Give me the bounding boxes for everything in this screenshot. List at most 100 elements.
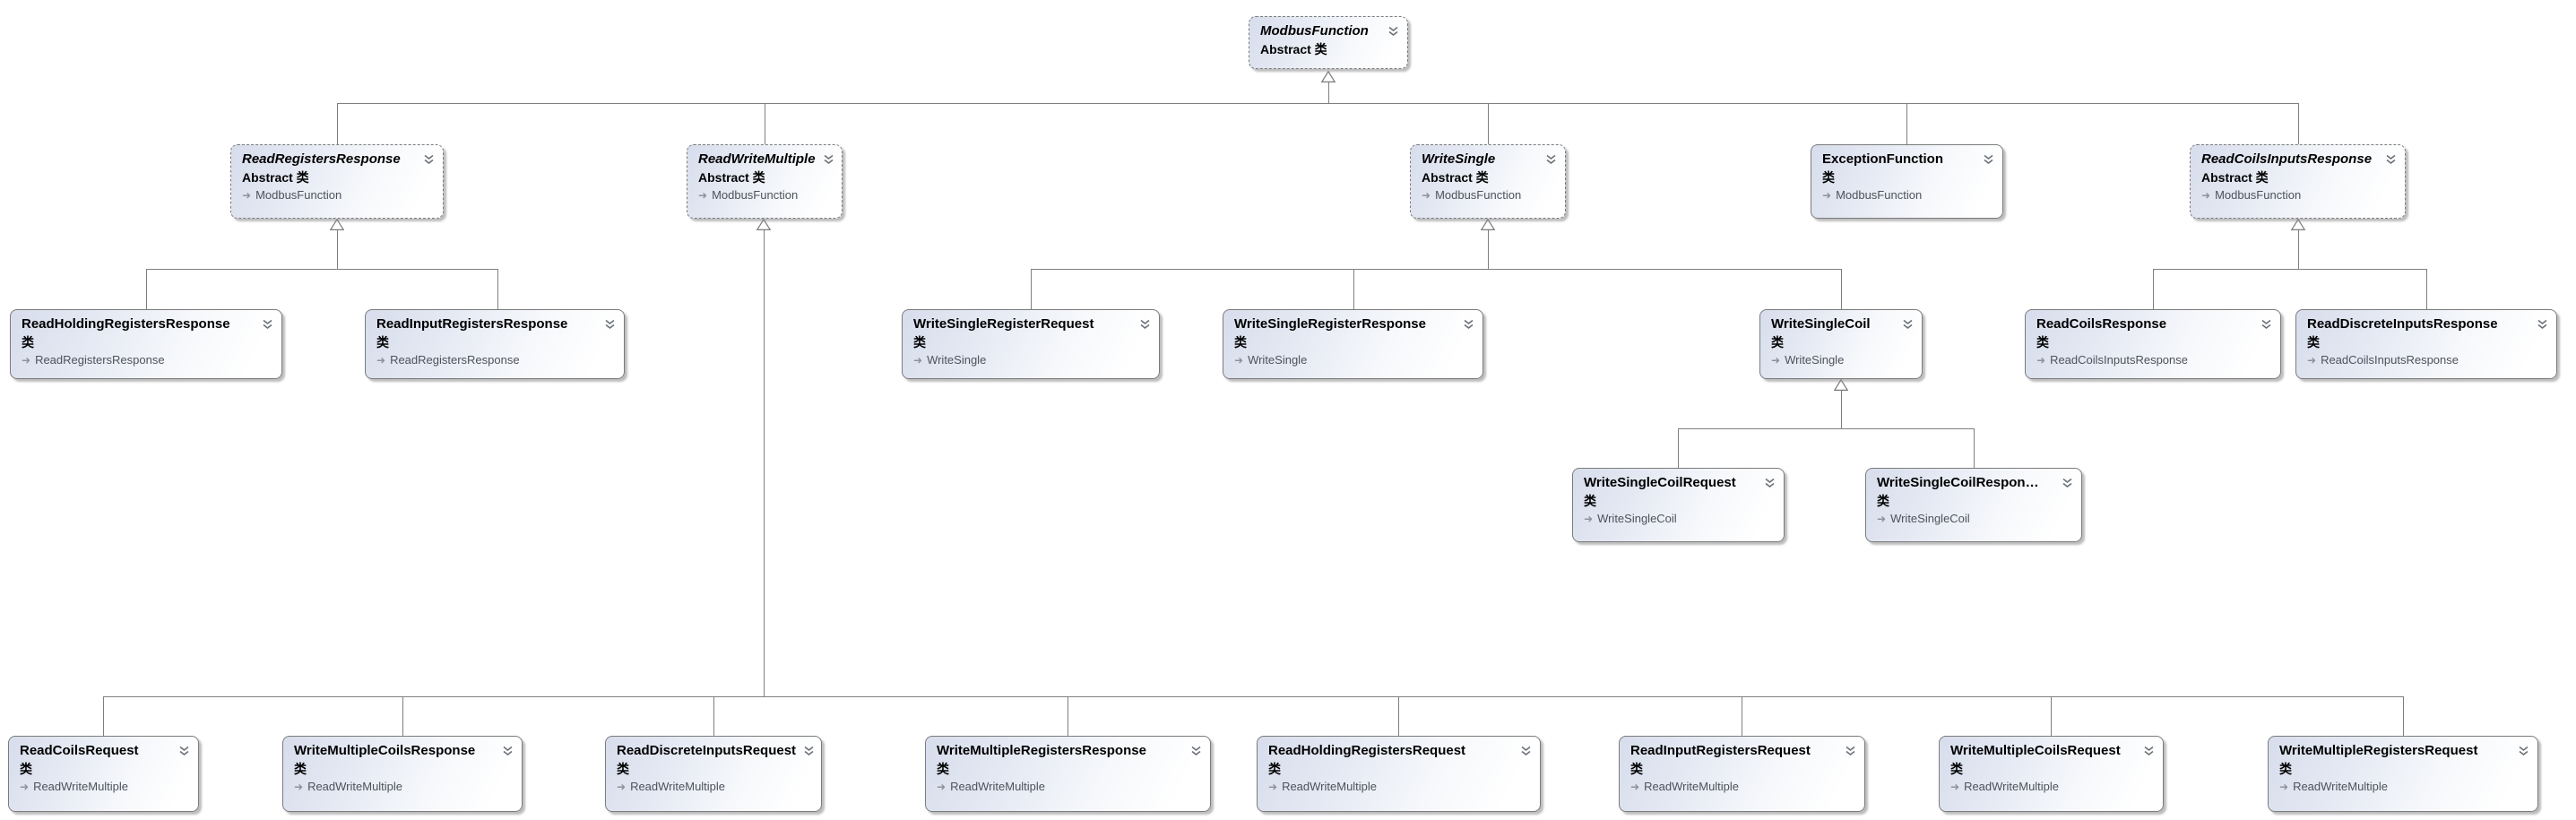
base-class-name: ReadWriteMultiple xyxy=(1644,780,1740,793)
inheritance-connector-line xyxy=(497,269,498,309)
class-name: ReadDiscreteInputsRequest xyxy=(617,743,797,758)
base-class-name: ReadWriteMultiple xyxy=(307,780,403,793)
base-class-name: WriteSingleCoil xyxy=(1890,512,1970,525)
class-stereotype: Abstract 类 xyxy=(698,170,765,185)
chevron-double-down-icon[interactable] xyxy=(1845,744,1856,761)
chevron-double-down-icon[interactable] xyxy=(1764,476,1776,493)
inheritance-connector-line xyxy=(1031,269,1841,270)
class-node-writemultipleregistersresponse[interactable]: WriteMultipleRegistersResponse 类 ➜ReadWr… xyxy=(925,736,1211,812)
class-node-exceptionfunction[interactable]: ExceptionFunction 类 ➜ModbusFunction xyxy=(1811,144,2003,219)
base-class-row: ➜ReadWriteMultiple xyxy=(617,780,813,794)
base-class-row: ➜ReadRegistersResponse xyxy=(22,353,273,367)
class-node-readwritemultiple[interactable]: ReadWriteMultiple Abstract 类 ➜ModbusFunc… xyxy=(687,144,843,219)
class-node-header: ModbusFunction xyxy=(1260,22,1399,41)
inheritance-connector-line xyxy=(1031,269,1032,309)
class-node-writesingle[interactable]: WriteSingle Abstract 类 ➜ModbusFunction xyxy=(1410,144,1566,219)
inheritance-arrow-icon: ➜ xyxy=(20,781,30,793)
chevron-double-down-icon[interactable] xyxy=(2385,152,2397,169)
class-name: WriteSingleRegisterRequest xyxy=(913,316,1094,332)
class-node-header: ReadDiscreteInputsResponse xyxy=(2307,315,2548,334)
inheritance-connector-line xyxy=(2298,230,2299,269)
generalization-triangle-icon xyxy=(756,218,772,230)
chevron-double-down-icon[interactable] xyxy=(502,744,514,761)
class-node-readcoilsinputsresponse[interactable]: ReadCoilsInputsResponse Abstract 类 ➜Modb… xyxy=(2190,144,2406,219)
chevron-double-down-icon[interactable] xyxy=(1545,152,1557,169)
class-node-readholdingregistersresponse[interactable]: ReadHoldingRegistersResponse 类 ➜ReadRegi… xyxy=(10,309,282,379)
class-node-readinputregistersrequest[interactable]: ReadInputRegistersRequest 类 ➜ReadWriteMu… xyxy=(1619,736,1865,812)
class-node-header: ReadWriteMultiple xyxy=(698,151,834,169)
class-name: WriteSingleCoil xyxy=(1771,316,1871,332)
base-class-row: ➜ReadWriteMultiple xyxy=(1630,780,1856,794)
base-class-name: ReadWriteMultiple xyxy=(2293,780,2389,793)
generalization-triangle-icon xyxy=(1833,378,1849,391)
class-stereotype: 类 xyxy=(913,335,926,350)
class-node-header: WriteMultipleCoilsRequest xyxy=(1950,742,2155,761)
inheritance-connector-line xyxy=(337,103,2298,104)
class-node-writesingleregisterrequest[interactable]: WriteSingleRegisterRequest 类 ➜WriteSingl… xyxy=(902,309,1160,379)
class-node-writesinglecoilrequest[interactable]: WriteSingleCoilRequest 类 ➜WriteSingleCoi… xyxy=(1572,468,1785,542)
chevron-double-down-icon[interactable] xyxy=(423,152,435,169)
inheritance-connector-line xyxy=(2426,269,2427,309)
inheritance-connector-line xyxy=(1974,428,1975,468)
class-node-writemultipleregistersrequest[interactable]: WriteMultipleRegistersRequest 类 ➜ReadWri… xyxy=(2268,736,2538,812)
class-node-writesinglecoil[interactable]: WriteSingleCoil 类 ➜WriteSingle xyxy=(1759,309,1923,379)
class-node-readdiscreteinputsresponse[interactable]: ReadDiscreteInputsResponse 类 ➜ReadCoilsI… xyxy=(2295,309,2557,379)
chevron-double-down-icon[interactable] xyxy=(1387,24,1399,41)
chevron-double-down-icon[interactable] xyxy=(1463,317,1474,334)
chevron-double-down-icon[interactable] xyxy=(2260,317,2272,334)
chevron-double-down-icon[interactable] xyxy=(604,317,616,334)
class-node-readregistersresponse[interactable]: ReadRegistersResponse Abstract 类 ➜Modbus… xyxy=(230,144,444,219)
class-name: WriteMultipleRegistersResponse xyxy=(937,743,1146,758)
chevron-double-down-icon[interactable] xyxy=(1190,744,1202,761)
base-class-name: ReadRegistersResponse xyxy=(35,353,165,367)
class-node-header: ReadHoldingRegistersRequest xyxy=(1268,742,1532,761)
class-node-writemultiplecoilsresponse[interactable]: WriteMultipleCoilsResponse 类 ➜ReadWriteM… xyxy=(282,736,523,812)
chevron-double-down-icon[interactable] xyxy=(803,744,815,761)
class-node-readholdingregistersrequest[interactable]: ReadHoldingRegistersRequest 类 ➜ReadWrite… xyxy=(1257,736,1541,812)
chevron-double-down-icon[interactable] xyxy=(1902,317,1914,334)
class-node-writemultiplecoilsrequest[interactable]: WriteMultipleCoilsRequest 类 ➜ReadWriteMu… xyxy=(1939,736,2164,812)
chevron-double-down-icon[interactable] xyxy=(1139,317,1151,334)
base-class-name: ModbusFunction xyxy=(712,188,799,202)
class-stereotype: Abstract 类 xyxy=(1422,170,1489,185)
inheritance-arrow-icon: ➜ xyxy=(617,781,627,793)
base-class-name: ReadCoilsInputsResponse xyxy=(2050,353,2188,367)
class-node-readcoilsrequest[interactable]: ReadCoilsRequest 类 ➜ReadWriteMultiple xyxy=(8,736,199,812)
base-class-name: ModbusFunction xyxy=(1435,188,1522,202)
inheritance-arrow-icon: ➜ xyxy=(1822,189,1832,202)
inheritance-arrow-icon: ➜ xyxy=(1950,781,1960,793)
class-name: ReadCoilsRequest xyxy=(20,743,139,758)
base-class-row: ➜WriteSingleCoil xyxy=(1584,512,1776,526)
class-node-header: WriteMultipleRegistersRequest xyxy=(2279,742,2529,761)
class-name: WriteSingle xyxy=(1422,151,1496,167)
chevron-double-down-icon[interactable] xyxy=(2537,317,2548,334)
base-class-row: ➜ReadWriteMultiple xyxy=(294,780,514,794)
class-node-modbusfunction[interactable]: ModbusFunction Abstract 类 xyxy=(1249,16,1408,69)
chevron-double-down-icon[interactable] xyxy=(178,744,190,761)
chevron-double-down-icon[interactable] xyxy=(1983,152,1994,169)
chevron-double-down-icon[interactable] xyxy=(823,152,834,169)
inheritance-arrow-icon: ➜ xyxy=(242,189,252,202)
chevron-double-down-icon[interactable] xyxy=(2062,476,2073,493)
base-class-row: ➜ModbusFunction xyxy=(242,188,435,203)
chevron-double-down-icon[interactable] xyxy=(262,317,273,334)
inheritance-arrow-icon: ➜ xyxy=(2036,354,2046,367)
class-node-readcoilsresponse[interactable]: ReadCoilsResponse 类 ➜ReadCoilsInputsResp… xyxy=(2025,309,2281,379)
class-name: WriteMultipleCoilsResponse xyxy=(294,743,476,758)
class-stereotype: Abstract 类 xyxy=(242,170,309,185)
class-node-writesingleregisterresponse[interactable]: WriteSingleRegisterResponse 类 ➜WriteSing… xyxy=(1223,309,1483,379)
class-node-readinputregistersresponse[interactable]: ReadInputRegistersResponse 类 ➜ReadRegist… xyxy=(365,309,625,379)
inheritance-arrow-icon: ➜ xyxy=(1877,513,1887,525)
inheritance-connector-line xyxy=(764,230,765,696)
class-node-header: ExceptionFunction xyxy=(1822,151,1994,169)
inheritance-connector-line xyxy=(1488,103,1489,144)
inheritance-connector-line xyxy=(1841,269,1842,309)
class-name: ReadHoldingRegistersResponse xyxy=(22,316,230,332)
chevron-double-down-icon[interactable] xyxy=(2518,744,2529,761)
class-node-writesinglecoilresponse[interactable]: WriteSingleCoilRespon… 类 ➜WriteSingleCoi… xyxy=(1865,468,2082,542)
class-node-readdiscreteinputsrequest[interactable]: ReadDiscreteInputsRequest 类 ➜ReadWriteMu… xyxy=(605,736,822,812)
chevron-double-down-icon[interactable] xyxy=(1520,744,1532,761)
chevron-double-down-icon[interactable] xyxy=(2143,744,2155,761)
base-class-row: ➜ReadWriteMultiple xyxy=(1950,780,2155,794)
inheritance-connector-line xyxy=(1488,230,1489,269)
